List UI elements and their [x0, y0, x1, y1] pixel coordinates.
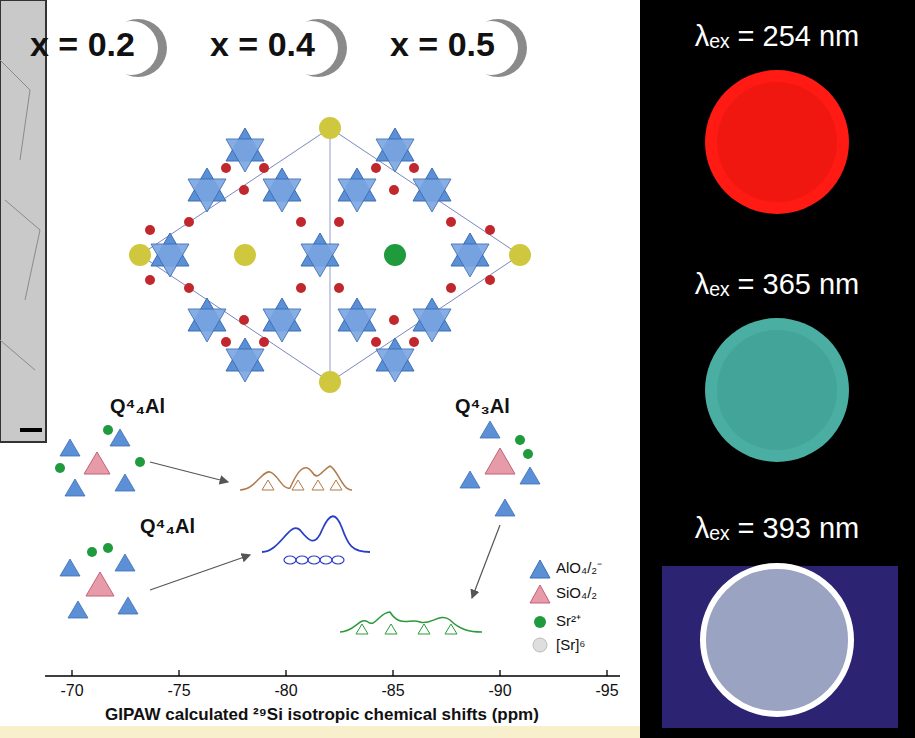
- spectrum: [340, 612, 482, 632]
- tick-label: -95: [595, 682, 618, 700]
- composition-label: x = 0.5: [390, 25, 495, 64]
- tick-label: -90: [488, 682, 511, 700]
- emission-disk: [705, 318, 849, 462]
- white-panel: [0, 0, 640, 726]
- arrow: [150, 462, 500, 598]
- tick-label: -85: [381, 682, 404, 700]
- composition-label: x = 0.2: [30, 25, 135, 64]
- axis-title: GIPAW calculated ²⁹Si isotropic chemical…: [105, 705, 539, 725]
- cluster: [60, 543, 138, 618]
- composition-label: x = 0.4: [210, 25, 315, 64]
- excitation-label: λₑₓ = 365 nm: [695, 268, 860, 301]
- emission-disk: [703, 566, 851, 714]
- site-label: Q⁴₃Al: [455, 395, 510, 418]
- legend-text: AlO₄/₂⁻: [556, 559, 602, 576]
- excitation-label: λₑₓ = 254 nm: [695, 20, 860, 53]
- axis: [45, 670, 620, 676]
- legend-text: Sr²⁺: [556, 612, 581, 629]
- tem-inset: [0, 0, 46, 442]
- crescent: [104, 19, 527, 77]
- spectrum: [262, 516, 370, 552]
- black-panel: [640, 0, 915, 738]
- cluster: [55, 425, 145, 496]
- tick-label: -80: [274, 682, 297, 700]
- framework: [129, 117, 531, 393]
- legend-text: [Sr]⁶: [556, 636, 586, 653]
- site-label: Q⁴₄Al: [140, 515, 195, 538]
- excitation-label: λₑₓ = 393 nm: [695, 512, 860, 545]
- tick-label: -70: [60, 682, 83, 700]
- legend-sample: [530, 560, 550, 652]
- spectrum: [240, 466, 352, 490]
- tick-label: -75: [167, 682, 190, 700]
- emission-ground: [662, 566, 898, 728]
- legend-text: SiO₄/₂: [556, 584, 597, 601]
- cluster: [460, 421, 540, 516]
- emission-disk: [705, 70, 849, 214]
- site-label: Q⁴₄Al: [110, 395, 165, 418]
